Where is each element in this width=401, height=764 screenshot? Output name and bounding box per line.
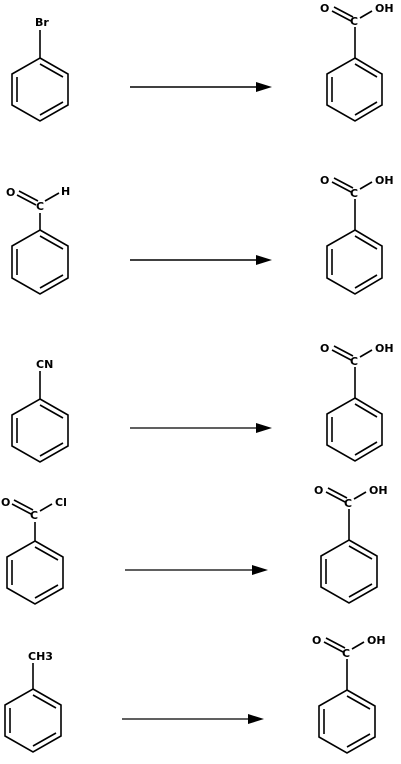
oxygen-label: O: [320, 174, 329, 187]
carbon-label: C: [350, 187, 358, 200]
reactant-benzaldehyde: O C H: [6, 185, 70, 295]
bromine-label: Br: [35, 16, 49, 29]
benzene-ring: [11, 398, 69, 463]
ring-double-bonds: [16, 235, 64, 289]
reaction-4: O C Cl O C OH: [1, 484, 388, 605]
bond-c-o-double: [323, 637, 346, 653]
benzene-ring: [11, 57, 69, 122]
ring-double-bonds: [16, 63, 64, 116]
bond-c-h: [44, 192, 60, 202]
oxygen-label: O: [1, 496, 10, 509]
ring-double-bonds: [11, 546, 59, 599]
reactant-toluene: CH3: [4, 650, 62, 753]
bond-c-o-double: [16, 190, 39, 206]
ring-double-bonds: [9, 694, 57, 747]
ring-double-bonds: [323, 695, 371, 748]
reactant-benzonitrile: CN: [11, 358, 69, 463]
benzene-ring: [11, 229, 69, 295]
benzene-ring: [326, 229, 383, 295]
benzene-ring: [4, 688, 62, 753]
bond-c-oh: [359, 349, 373, 358]
oxygen-label: O: [312, 634, 321, 647]
reaction-2: O C H O C OH: [6, 174, 394, 295]
reactant-benzoyl-chloride: O C Cl: [1, 496, 67, 605]
benzene-ring: [326, 57, 383, 122]
oxygen-label: O: [6, 186, 15, 199]
hydroxyl-label: OH: [375, 174, 394, 187]
reaction-arrow: [122, 714, 264, 724]
carbon-label: C: [350, 355, 358, 368]
hydroxyl-label: OH: [367, 634, 386, 647]
bond-c-oh: [351, 641, 365, 650]
carbon-label: C: [30, 509, 38, 522]
reactant-bromobenzene: Br: [11, 16, 69, 122]
reaction-arrow: [125, 565, 268, 575]
bond-c-oh: [359, 181, 373, 190]
bond-c-oh: [359, 10, 373, 19]
hydroxyl-label: OH: [369, 484, 388, 497]
benzene-ring: [326, 397, 383, 462]
methyl-label: CH3: [28, 650, 53, 663]
bond-c-o-double: [331, 345, 354, 361]
benzene-ring: [6, 540, 64, 605]
carbon-label: C: [342, 647, 350, 660]
chlorine-label: Cl: [55, 496, 67, 509]
product-benzoic-acid: O C OH: [320, 2, 394, 122]
product-benzoic-acid: O C OH: [320, 174, 394, 295]
ring-double-bonds: [331, 235, 378, 289]
bond-c-o-double: [11, 499, 34, 515]
benzene-ring: [318, 689, 376, 754]
benzene-ring: [320, 539, 378, 604]
reaction-arrow: [130, 255, 272, 265]
reaction-arrow: [130, 423, 272, 433]
product-benzoic-acid: O C OH: [320, 342, 394, 462]
carbon-label: C: [36, 200, 44, 213]
reaction-arrow: [130, 82, 272, 92]
hydrogen-label: H: [61, 185, 70, 198]
ring-double-bonds: [331, 63, 378, 116]
ring-double-bonds: [325, 545, 373, 598]
product-benzoic-acid: O C OH: [314, 484, 388, 604]
reaction-1: Br O C OH: [11, 2, 394, 122]
bond-c-o-double: [331, 177, 354, 193]
ring-double-bonds: [16, 404, 64, 457]
reaction-5: CH3 O C OH: [4, 634, 386, 754]
oxygen-label: O: [314, 484, 323, 497]
bond-c-oh: [353, 491, 367, 500]
reaction-3: CN O C OH: [11, 342, 394, 463]
oxygen-label: O: [320, 2, 329, 15]
carbon-label: C: [344, 497, 352, 510]
product-benzoic-acid: O C OH: [312, 634, 386, 754]
carbon-label: C: [350, 15, 358, 28]
bond-c-cl: [39, 503, 53, 512]
nitrile-label: CN: [36, 358, 53, 371]
hydroxyl-label: OH: [375, 2, 394, 15]
oxygen-label: O: [320, 342, 329, 355]
hydroxyl-label: OH: [375, 342, 394, 355]
ring-double-bonds: [331, 403, 378, 456]
bond-c-o-double: [331, 6, 354, 22]
bond-c-o-double: [325, 487, 348, 503]
